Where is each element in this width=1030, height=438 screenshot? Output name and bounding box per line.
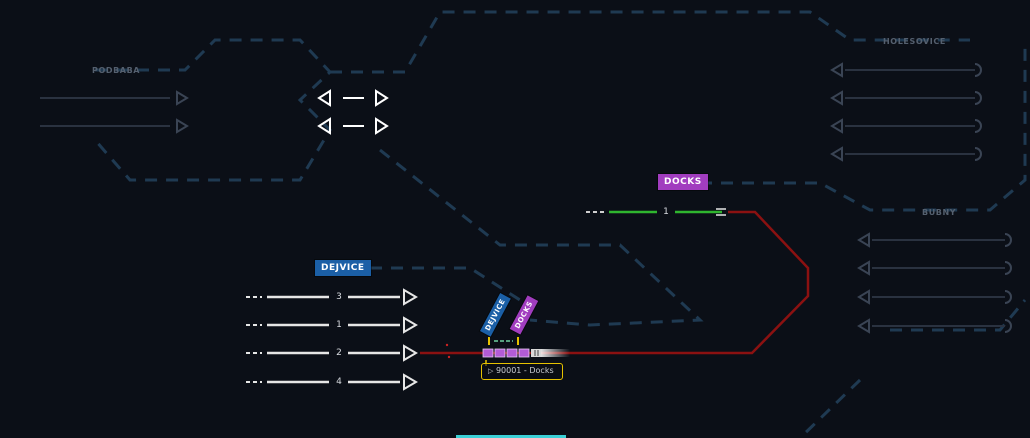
track-4[interactable] [246,373,418,391]
dejvice-station-tag[interactable]: Dejvice [315,260,371,276]
dejvice-track-number: 1 [336,320,342,330]
train[interactable] [482,337,570,366]
bubny-sidings [857,232,1012,334]
podbaba-label: Podbaba [92,66,141,75]
bubny-label: Bubny [922,208,957,217]
docks-platform-track[interactable] [586,208,726,216]
podbaba-sidings [40,90,189,134]
train-id-label: 90001 - Docks [495,366,554,375]
docks-station-tag[interactable]: Docks [658,174,708,190]
track-2[interactable] [246,344,418,362]
holesovice-sidings [830,62,982,162]
network-outline [93,10,1027,438]
track-3[interactable] [246,288,418,306]
dejvice-track-number: 3 [336,292,342,302]
track-1[interactable] [246,316,418,334]
route-line [420,210,810,355]
dejvice-track-number: 4 [336,377,342,387]
train-locomotive [531,349,541,357]
bottom-panel-edge[interactable] [456,435,566,438]
junction-arrows[interactable] [317,89,389,135]
holesovice-label: Holesovice [883,37,946,46]
train-cars [482,348,530,358]
train-selection-bracket [488,337,519,345]
train-headlight-glow [540,349,570,357]
dejvice-track-number: 2 [336,348,342,358]
signal-dots [445,343,451,359]
docks-track-number: 1 [663,207,669,217]
train-info-label[interactable]: ▷ 90001 - Docks [481,363,563,380]
dejvice-platform-tracks[interactable] [246,288,418,391]
play-triangle-icon: ▷ [488,367,494,375]
